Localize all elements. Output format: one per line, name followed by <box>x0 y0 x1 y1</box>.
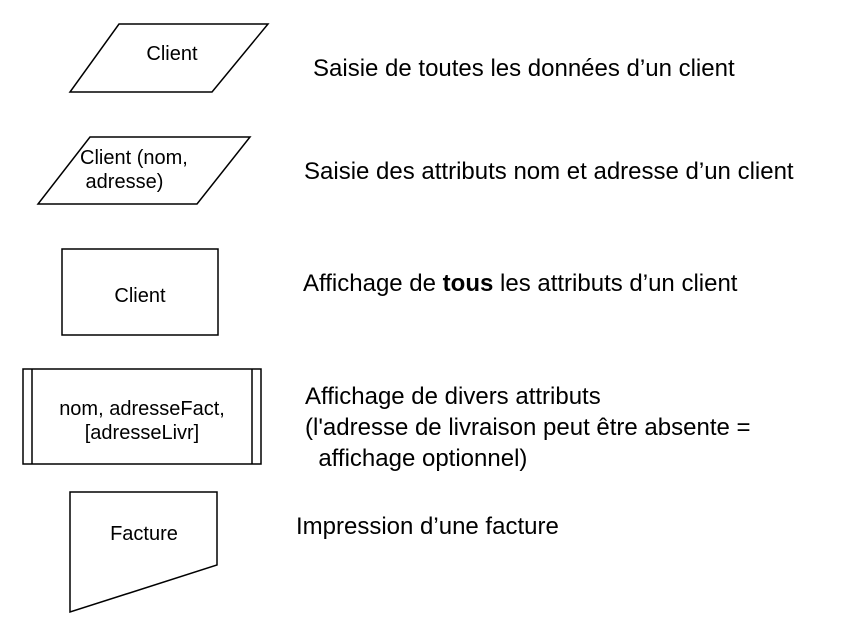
input-attributes-description: Saisie des attributs nom et adresse d’un… <box>304 158 794 185</box>
display-description: Affichage de tous les attributs d’un cli… <box>303 268 737 299</box>
display-description-end: les attributs d’un client <box>493 270 738 297</box>
display-attributes-double-rectangle-shape <box>22 368 262 465</box>
display-attributes-description: Affichage de divers attributs (l'adresse… <box>305 383 751 472</box>
display-attributes-shape-label: nom, adresseFact, [adresseLivr] <box>59 398 225 444</box>
input-attributes-shape-label: Client (nom, adresse) <box>80 147 188 193</box>
input-attributes-parallelogram-shape <box>36 136 252 205</box>
print-trapezoid-shape <box>69 491 218 614</box>
input-description: Saisie de toutes les données d’un client <box>313 55 735 82</box>
print-shape-label: Facture <box>110 523 178 545</box>
display-rectangle-shape <box>61 248 219 336</box>
input-parallelogram-shape <box>68 23 270 93</box>
display-description-emphasis: tous <box>442 270 494 297</box>
print-description: Impression d’une facture <box>296 513 559 540</box>
display-description-start: Affichage de <box>303 270 443 297</box>
display-shape-label: Client <box>114 285 166 307</box>
input-shape-label: Client <box>146 43 198 65</box>
